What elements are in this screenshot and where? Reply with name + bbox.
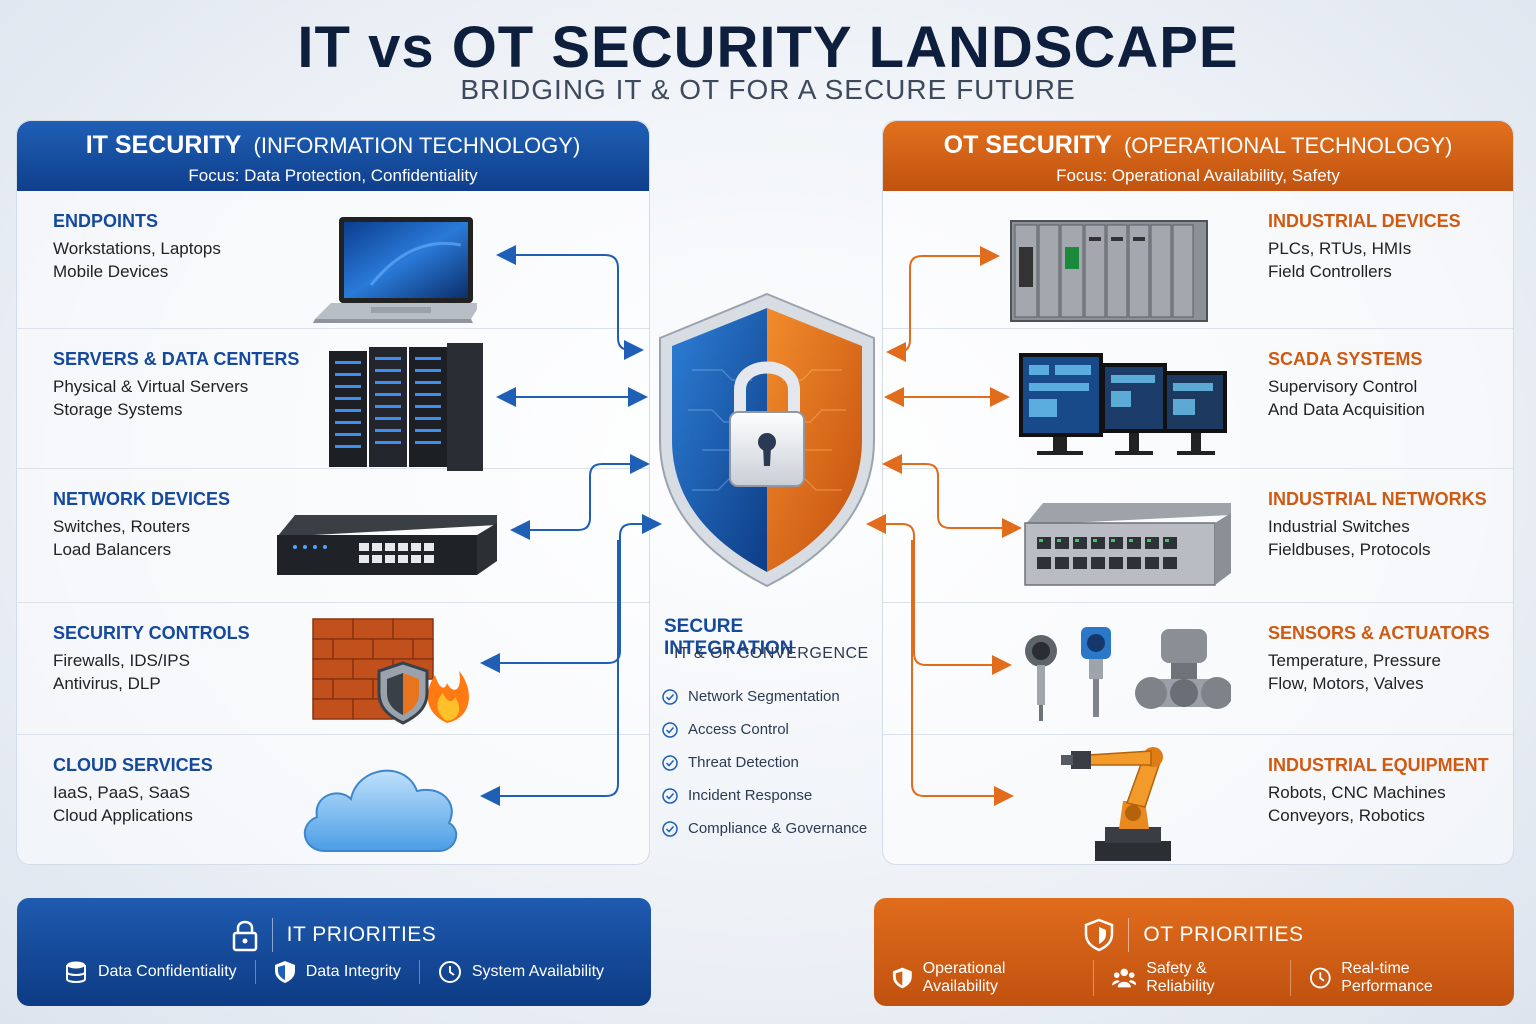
- check-circle-icon: [662, 820, 678, 837]
- it-row-title: ENDPOINTS: [53, 211, 159, 231]
- clock-icon: [1309, 967, 1331, 989]
- server-rack-icon: [329, 343, 483, 471]
- it-panel-title: IT SECURITY: [85, 131, 242, 159]
- it-priorities-title: IT PRIORITIES: [286, 923, 437, 946]
- list-item: Threat Detection: [662, 746, 867, 779]
- ot-row-equipment: INDUSTRIAL EQUIPMENT Robots, CNC Machine…: [883, 735, 1513, 866]
- it-row-title: SECURITY CONTROLS: [53, 623, 250, 643]
- ot-row-title: SENSORS & ACTUATORS: [1268, 623, 1490, 643]
- it-priority-item: Data Integrity: [256, 960, 420, 984]
- check-circle-icon: [662, 787, 678, 804]
- center-subtitle: IT & OT CONVERGENCE: [674, 645, 869, 662]
- page-subtitle: BRIDGING IT & OT FOR A SECURE FUTURE: [460, 74, 1076, 105]
- it-priorities-bar: IT PRIORITIES Data Confidentiality Data …: [17, 898, 651, 1006]
- check-circle-icon: [662, 754, 678, 771]
- arrow-endpoints: [496, 245, 644, 360]
- lock-icon: [232, 920, 257, 952]
- plc-icon: [1010, 220, 1208, 322]
- it-row-title: CLOUD SERVICES: [53, 755, 213, 775]
- it-row-title: SERVERS & DATA CENTERS: [53, 349, 300, 369]
- ot-priorities-title: OT PRIORITIES: [1143, 923, 1304, 946]
- ot-priorities-bar: OT PRIORITIES Operational Availability S…: [874, 898, 1514, 1006]
- shield-icon: [892, 967, 912, 989]
- shield-icon: [1085, 918, 1114, 952]
- laptop-icon: [313, 217, 477, 323]
- arrow-equipment: [911, 540, 1014, 806]
- it-panel-focus: Focus: Data Protection, Confidentiality: [188, 166, 478, 185]
- it-panel-header: IT SECURITY (INFORMATION TECHNOLOGY) Foc…: [17, 121, 649, 191]
- integration-checklist: Network Segmentation Access Control Thre…: [662, 680, 867, 845]
- arrow-industrial-networks: [882, 454, 1022, 538]
- ot-row-title: INDUSTRIAL NETWORKS: [1268, 489, 1487, 509]
- ot-row-title: INDUSTRIAL EQUIPMENT: [1268, 755, 1489, 775]
- check-circle-icon: [662, 721, 678, 738]
- list-item: Incident Response: [662, 779, 867, 812]
- it-row-title: NETWORK DEVICES: [53, 489, 231, 509]
- list-item: Access Control: [662, 713, 867, 746]
- it-row-servers: SERVERS & DATA CENTERS Physical & Virtua…: [17, 329, 649, 471]
- ot-priority-item: Safety & Reliability: [1094, 960, 1291, 996]
- arrow-security: [480, 514, 662, 673]
- ot-security-panel: OT SECURITY (OPERATIONAL TECHNOLOGY) Foc…: [882, 120, 1514, 865]
- it-priority-item: Data Confidentiality: [46, 960, 256, 984]
- it-priority-item: System Availability: [420, 960, 622, 984]
- arrow-cloud: [480, 540, 619, 806]
- ot-priority-item: Real-time Performance: [1291, 960, 1514, 996]
- cloud-icon: [303, 769, 458, 852]
- center-title: SECURE INTEGRATION: [664, 616, 794, 659]
- ot-panel-title-suffix: (OPERATIONAL TECHNOLOGY): [1123, 133, 1453, 158]
- shield-lock-icon: [659, 292, 875, 588]
- ot-panel-header: OT SECURITY (OPERATIONAL TECHNOLOGY) Foc…: [883, 121, 1513, 191]
- industrial-switch-icon: [1024, 503, 1231, 586]
- robot-arm-icon: [1061, 747, 1171, 861]
- it-panel-title-suffix: (INFORMATION TECHNOLOGY): [253, 133, 581, 158]
- arrow-sensors: [866, 514, 1012, 675]
- database-icon: [65, 961, 86, 983]
- check-circle-icon: [662, 688, 678, 705]
- ot-row-sensors: SENSORS & ACTUATORS Temperature, Pressur…: [883, 603, 1513, 735]
- ot-priority-item: Operational Availability: [874, 960, 1094, 996]
- clock-icon: [438, 961, 461, 983]
- list-item: Compliance & Governance: [662, 812, 867, 845]
- firewall-icon: [312, 618, 469, 725]
- list-item: Network Segmentation: [662, 680, 867, 713]
- scada-monitors-icon: [1019, 353, 1227, 455]
- page-title: IT vs OT SECURITY LANDSCAPE: [297, 15, 1239, 80]
- ot-panel-title: OT SECURITY: [943, 131, 1112, 159]
- shield-icon: [274, 961, 295, 983]
- people-icon: [1111, 968, 1137, 988]
- arrow-industrial-devices: [886, 246, 1000, 362]
- ot-row-title: INDUSTRIAL DEVICES: [1268, 211, 1461, 231]
- arrow-network: [510, 454, 650, 540]
- ot-panel-focus: Focus: Operational Availability, Safety: [1056, 166, 1340, 185]
- sensors-icon: [1025, 627, 1231, 721]
- ot-row-title: SCADA SYSTEMS: [1268, 349, 1423, 369]
